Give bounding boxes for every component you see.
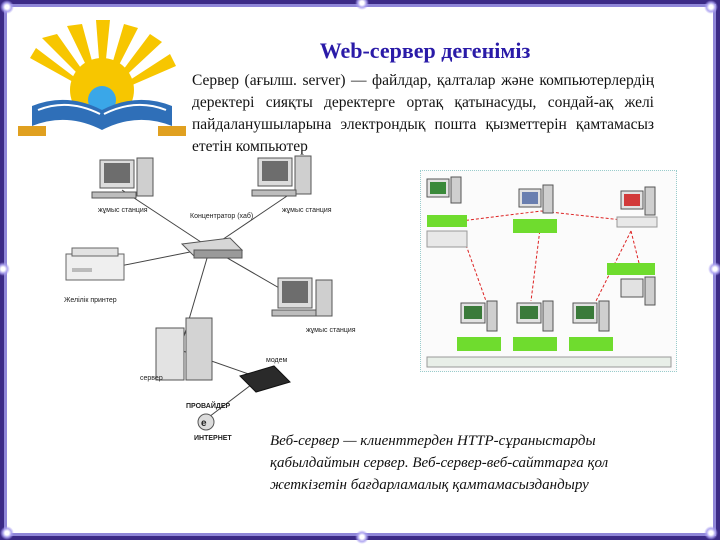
printer-label: Желілік принтер — [64, 296, 117, 304]
client-computer-1 — [426, 176, 468, 248]
ornament-right — [158, 126, 186, 136]
open-book — [32, 99, 172, 130]
web-server-diagram — [420, 170, 677, 372]
web-server-definition-text: Веб-сервер — клиенттерден HTTP-сұраныста… — [270, 433, 609, 493]
hub: Концентратор (хаб) — [180, 212, 253, 259]
hub-label: Концентратор (хаб) — [190, 212, 253, 220]
server: сервер — [140, 317, 213, 382]
network-diagram: жұмыс станция жұмыс станция Концентратор… — [64, 155, 356, 442]
workstation-3: жұмыс станция — [271, 277, 356, 334]
footer-bar — [426, 356, 672, 368]
provider-label: ПРОВАЙДЕР — [186, 401, 231, 410]
workstation-2: жұмыс станция — [251, 155, 332, 214]
sparkle-icon — [355, 530, 369, 544]
sparkle-icon — [704, 0, 718, 14]
modem: модем — [239, 357, 291, 393]
client-row — [457, 300, 613, 351]
green-label-box — [513, 337, 557, 351]
workstation-2-label: жұмыс станция — [282, 207, 332, 214]
sparkle-icon — [355, 0, 369, 10]
workstation-3-label: жұмыс станция — [306, 327, 356, 334]
server-definition-text: Сервер (ағылш. server) — файлдар, қалтал… — [192, 72, 654, 155]
internet-explorer-icon — [197, 413, 215, 431]
workstation-1: жұмыс станция — [91, 157, 154, 214]
kazakhstan-emblem-book-sun-icon — [18, 20, 186, 136]
green-label-box — [513, 219, 557, 233]
green-label-box — [569, 337, 613, 351]
sparkle-icon — [0, 526, 14, 540]
web-server-computer — [513, 184, 557, 233]
server-label: сервер — [140, 375, 163, 382]
sparkle-icon — [704, 526, 718, 540]
sparkle-icon — [708, 262, 720, 276]
green-label-box — [427, 215, 467, 227]
sparkle-icon — [0, 0, 14, 14]
sparkle-icon — [0, 262, 10, 276]
internet-provider: ПРОВАЙДЕР e ИНТЕРНЕТ — [186, 401, 232, 442]
green-label-box — [607, 263, 655, 275]
workstation-1-label: жұмыс станция — [98, 207, 148, 214]
green-label-box — [457, 337, 501, 351]
client-computer-2 — [607, 186, 658, 306]
ornament-left — [18, 126, 46, 136]
slide-title: Web-сервер дегеніміз — [319, 38, 531, 63]
svg-text:e: e — [201, 418, 207, 429]
network-printer: Желілік принтер — [64, 247, 125, 304]
modem-label: модем — [266, 357, 288, 364]
internet-label: ИНТЕРНЕТ — [194, 435, 232, 442]
